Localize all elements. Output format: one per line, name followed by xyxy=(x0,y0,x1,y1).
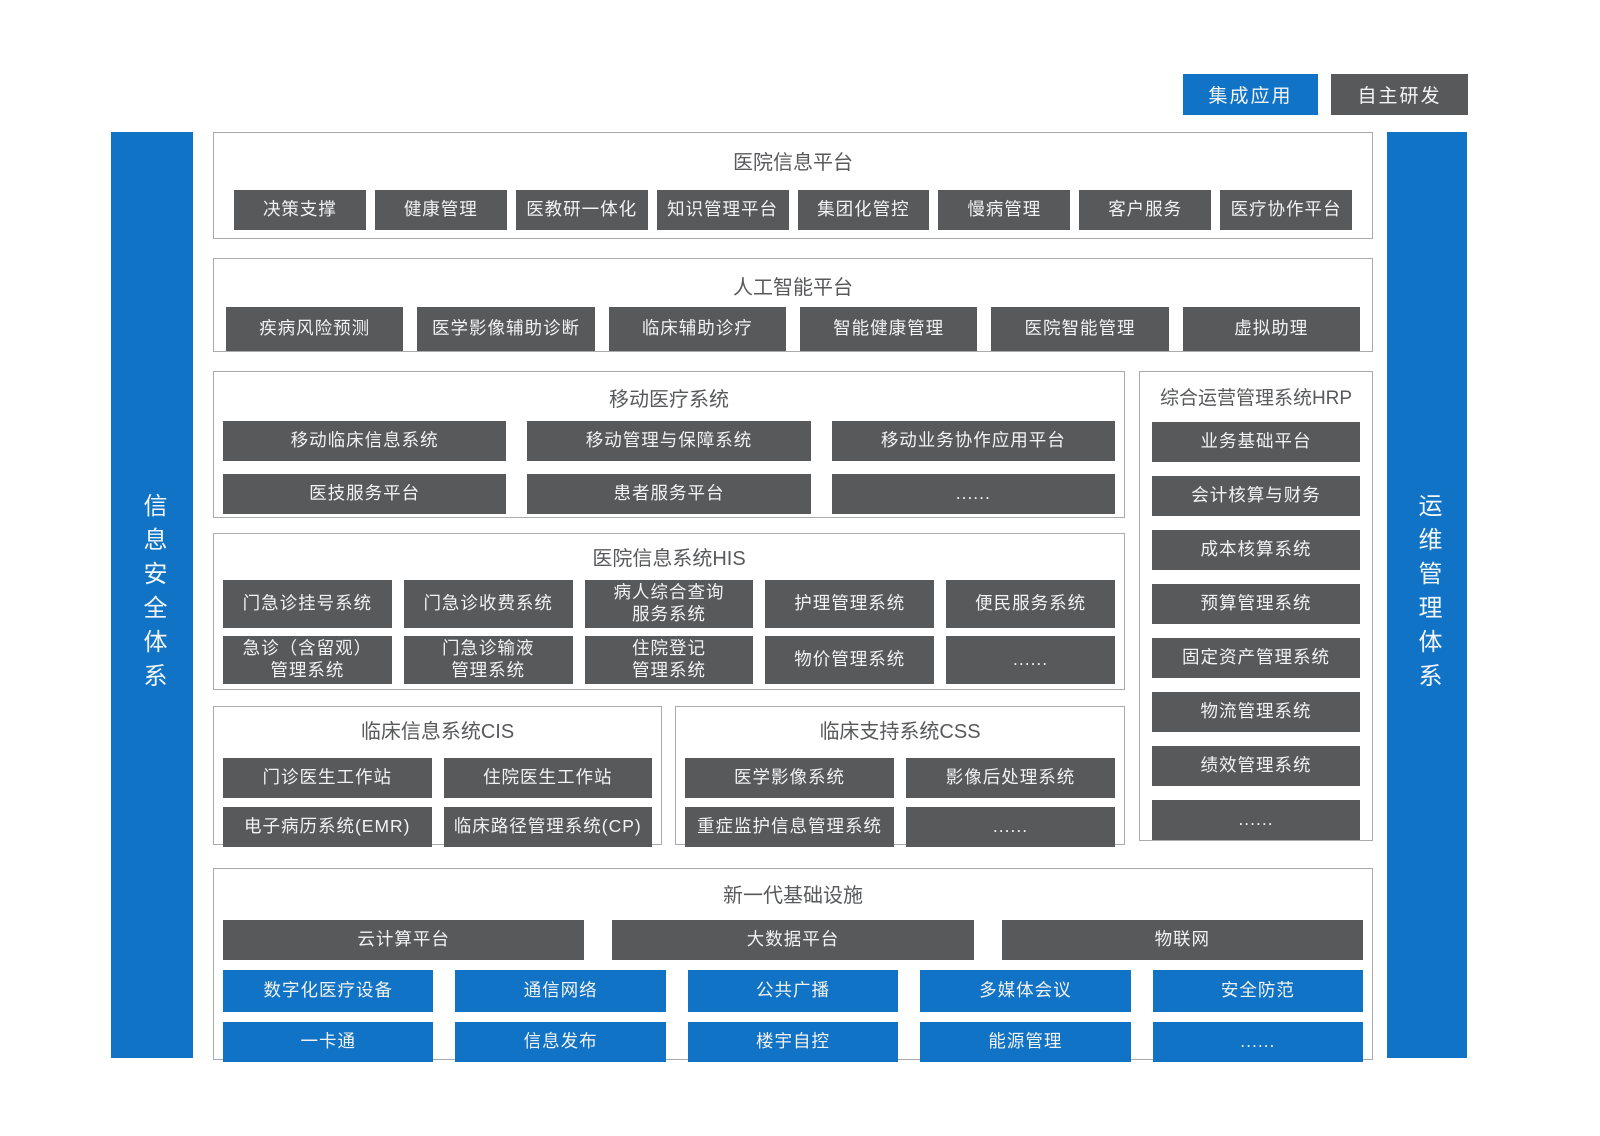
diagram-block: 临床辅助诊疗 xyxy=(608,307,786,351)
diagram-block: 影像后处理系统 xyxy=(906,758,1115,798)
diagram-block: 业务基础平台 xyxy=(1152,422,1360,462)
diagram-block: 一卡通 xyxy=(223,1022,434,1062)
section-infrastructure: 新一代基础设施 云计算平台 大数据平台 物联网 数字化医疗设备 通信网络 公共广… xyxy=(213,868,1373,1062)
diagram-block: 重症监护信息管理系统 xyxy=(685,807,894,847)
ai-platform-title: 人工智能平台 xyxy=(733,277,853,299)
diagram-block: 信息发布 xyxy=(455,1022,666,1062)
hospital-info-platform-title: 医院信息平台 xyxy=(733,152,853,174)
diagram-block: 电子病历系统(EMR) xyxy=(223,807,432,847)
diagram-block: 门急诊收费系统 xyxy=(403,580,573,628)
infrastructure-title: 新一代基础设施 xyxy=(723,885,863,907)
mobile-medical-title: 移动医疗系统 xyxy=(609,389,729,411)
section-css: 临床支持系统CSS 医学影像系统 影像后处理系统 重症监护信息管理系统 ....… xyxy=(675,706,1125,847)
diagram-block: 移动管理与保障系统 xyxy=(527,421,811,461)
diagram-block: 慢病管理 xyxy=(938,190,1071,230)
diagram-block: 知识管理平台 xyxy=(656,190,789,230)
diagram-block: ...... xyxy=(831,474,1115,514)
diagram-block: 绩效管理系统 xyxy=(1152,746,1360,786)
diagram-block: 安全防范 xyxy=(1152,970,1364,1012)
diagram-block: 住院医生工作站 xyxy=(443,758,652,798)
diagram-block: 多媒体会议 xyxy=(920,970,1131,1012)
legend-self-developed-badge: 自主研发 xyxy=(1331,74,1468,115)
diagram-block: 数字化医疗设备 xyxy=(223,970,434,1012)
diagram-block: 医教研一体化 xyxy=(515,190,648,230)
section-his: 医院信息系统HIS 门急诊挂号系统 门急诊收费系统 病人综合查询 服务系统 护理… xyxy=(213,533,1125,690)
section-mobile-medical: 移动医疗系统 移动临床信息系统 移动管理与保障系统 移动业务协作应用平台 医技服… xyxy=(213,371,1125,518)
diagram-block: 智能健康管理 xyxy=(799,307,978,351)
diagram-block: 临床路径管理系统(CP) xyxy=(443,807,652,847)
diagram-block: 集团化管控 xyxy=(797,190,930,230)
his-title: 医院信息系统HIS xyxy=(592,548,746,570)
diagram-block: ...... xyxy=(906,807,1115,847)
section-cis: 临床信息系统CIS 门诊医生工作站 住院医生工作站 电子病历系统(EMR) 临床… xyxy=(213,706,662,847)
diagram-block: 预算管理系统 xyxy=(1152,584,1360,624)
diagram-block: 楼宇自控 xyxy=(687,1022,899,1062)
diagram-block: ...... xyxy=(946,636,1115,684)
diagram-block: ...... xyxy=(1152,800,1360,840)
diagram-block: 住院登记 管理系统 xyxy=(584,636,754,684)
diagram-block: 移动业务协作应用平台 xyxy=(831,421,1115,461)
ops-management-label: 运维管理体系 xyxy=(1414,493,1441,697)
diagram-block: 门诊医生工作站 xyxy=(223,758,432,798)
diagram-block: 物联网 xyxy=(1001,920,1363,960)
diagram-block: 固定资产管理系统 xyxy=(1152,638,1360,678)
section-hospital-info-platform: 医院信息平台 决策支撑 健康管理 医教研一体化 知识管理平台 集团化管控 慢病管… xyxy=(213,132,1373,239)
diagram-block: 大数据平台 xyxy=(612,920,974,960)
diagram-block: 医院智能管理 xyxy=(991,307,1169,351)
diagram-block: 健康管理 xyxy=(374,190,507,230)
diagram-block: 通信网络 xyxy=(455,970,666,1012)
diagram-block: 医疗协作平台 xyxy=(1220,190,1352,230)
diagram-block: 决策支撑 xyxy=(234,190,366,230)
diagram-block: 物价管理系统 xyxy=(765,636,935,684)
diagram-block: 物流管理系统 xyxy=(1152,692,1360,732)
diagram-block: 成本核算系统 xyxy=(1152,530,1360,570)
legend-integrated-badge: 集成应用 xyxy=(1183,74,1318,115)
section-hrp: 综合运营管理系统HRP 业务基础平台 会计核算与财务 成本核算系统 预算管理系统… xyxy=(1139,371,1373,841)
diagram-block: 医学影像系统 xyxy=(685,758,894,798)
info-security-label: 信息安全体系 xyxy=(139,493,166,697)
info-security-bar: 信息安全体系 xyxy=(111,132,193,1058)
diagram-block: 患者服务平台 xyxy=(527,474,811,514)
diagram-block: 移动临床信息系统 xyxy=(223,421,507,461)
diagram-block: 公共广播 xyxy=(687,970,899,1012)
diagram-block: 云计算平台 xyxy=(223,920,585,960)
css-title: 临床支持系统CSS xyxy=(819,721,981,743)
ops-management-bar: 运维管理体系 xyxy=(1387,132,1467,1058)
section-ai-platform: 人工智能平台 疾病风险预测 医学影像辅助诊断 临床辅助诊疗 智能健康管理 医院智… xyxy=(213,258,1373,352)
diagram-block: ...... xyxy=(1152,1022,1364,1062)
diagram-block: 护理管理系统 xyxy=(765,580,935,628)
diagram-block: 客户服务 xyxy=(1079,190,1212,230)
diagram-block: 便民服务系统 xyxy=(946,580,1115,628)
hrp-title: 综合运营管理系统HRP xyxy=(1159,388,1353,409)
diagram-block: 门急诊输液 管理系统 xyxy=(403,636,573,684)
diagram-block: 医技服务平台 xyxy=(223,474,507,514)
diagram-block: 医学影像辅助诊断 xyxy=(417,307,595,351)
diagram-block: 病人综合查询 服务系统 xyxy=(584,580,754,628)
diagram-block: 门急诊挂号系统 xyxy=(223,580,392,628)
cis-title: 临床信息系统CIS xyxy=(360,721,515,743)
diagram-block: 能源管理 xyxy=(920,1022,1131,1062)
diagram-block: 虚拟助理 xyxy=(1182,307,1360,351)
diagram-block: 疾病风险预测 xyxy=(226,307,404,351)
diagram-block: 急诊（含留观） 管理系统 xyxy=(223,636,392,684)
diagram-block: 会计核算与财务 xyxy=(1152,476,1360,516)
